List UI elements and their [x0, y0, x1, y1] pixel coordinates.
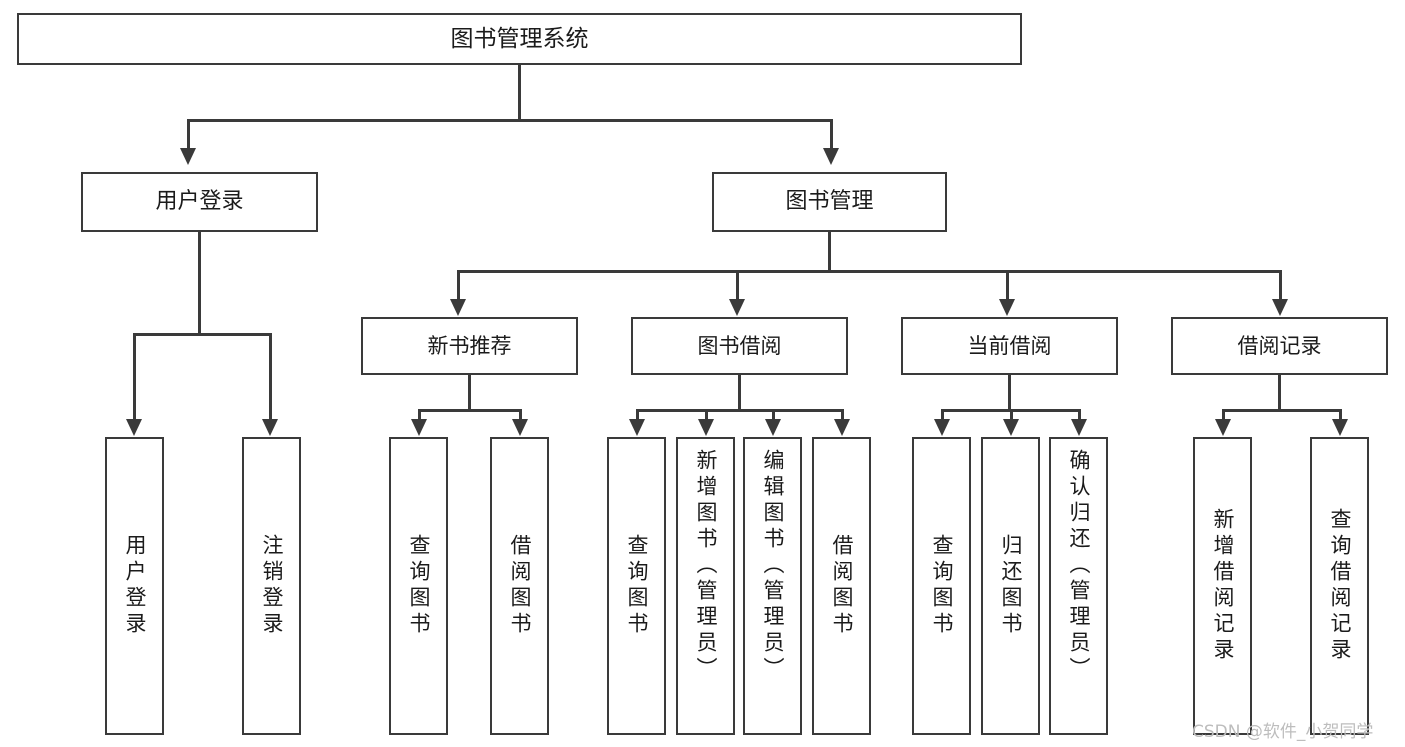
node-label: 当前借阅 [967, 333, 1052, 358]
arrowhead-book-borrow [729, 299, 745, 316]
arrowhead-new-book-child-1 [411, 419, 427, 436]
arrowhead-new-book-child-2 [512, 419, 528, 436]
arrowhead-book-borrow-child-3 [765, 419, 781, 436]
leaf-current-query-book[interactable]: 查询图书 [912, 437, 971, 735]
connector-book-borrow-child-3 [772, 409, 775, 420]
connector-current-borrow-stem [1008, 375, 1011, 410]
connector-borrow-record-child-1 [1222, 409, 1225, 420]
arrowhead-new-book [450, 299, 466, 316]
leaf-new-book-borrow[interactable]: 借阅图书 [490, 437, 549, 735]
connector-borrow-record-bus [1222, 409, 1340, 412]
connector-to-borrow-record [1279, 270, 1282, 300]
connector-new-book-bus [418, 409, 520, 412]
leaf-new-book-query[interactable]: 查询图书 [389, 437, 448, 735]
connector-borrow-record-child-2 [1339, 409, 1342, 420]
node-book-borrow[interactable]: 图书借阅 [631, 317, 848, 375]
leaf-label: 新增借阅记录 [1211, 508, 1235, 664]
connector-new-book-child-2 [519, 409, 522, 420]
node-root-book-management-system[interactable]: 图书管理系统 [17, 13, 1022, 65]
csdn-watermark: CSDN @软件_小贺同学 [1192, 722, 1374, 742]
leaf-label: 新增图书（管理员） [694, 449, 718, 683]
connector-book-borrow-bus [636, 409, 843, 412]
connector-root-stem [518, 65, 521, 120]
node-label: 用户登录 [155, 189, 244, 215]
connector-new-book-child-1 [418, 409, 421, 420]
connector-current-borrow-child-3 [1078, 409, 1081, 420]
connector-borrow-record-stem [1278, 375, 1281, 410]
leaf-edit-book-admin[interactable]: 编辑图书（管理员） [743, 437, 802, 735]
node-label: 借阅记录 [1237, 333, 1322, 358]
connector-user-login-stem [198, 232, 201, 334]
leaf-label: 查询图书 [407, 534, 431, 638]
arrowhead-user-login-leaf [126, 419, 142, 436]
arrowhead-current-borrow-child-3 [1071, 419, 1087, 436]
arrowhead-borrow-record-child-2 [1332, 419, 1348, 436]
connector-to-user-login-leaf [133, 333, 136, 420]
connector-new-book-stem [468, 375, 471, 410]
connector-book-borrow-child-1 [636, 409, 639, 420]
connector-to-new-book [457, 270, 460, 300]
connector-book-borrow-child-4 [841, 409, 844, 420]
leaf-query-borrow-record[interactable]: 查询借阅记录 [1310, 437, 1369, 735]
node-label: 图书借阅 [697, 333, 782, 358]
arrowhead-user-login [180, 148, 196, 165]
arrowhead-borrow-record [1272, 299, 1288, 316]
arrowhead-book-borrow-child-1 [629, 419, 645, 436]
connector-level3-bus [457, 270, 1281, 273]
connector-book-management-stem [828, 232, 831, 271]
leaf-borrow-book[interactable]: 借阅图书 [812, 437, 871, 735]
node-label: 图书管理系统 [450, 25, 589, 52]
arrowhead-book-management [823, 148, 839, 165]
arrowhead-current-borrow-child-1 [934, 419, 950, 436]
leaf-logout[interactable]: 注销登录 [242, 437, 301, 735]
node-current-borrow[interactable]: 当前借阅 [901, 317, 1118, 375]
connector-to-logout-leaf [269, 333, 272, 420]
connector-to-book-borrow [736, 270, 739, 300]
node-label: 新书推荐 [427, 333, 512, 358]
leaf-label: 编辑图书（管理员） [761, 449, 785, 683]
leaf-label: 确认归还（管理员） [1067, 449, 1091, 683]
connector-to-user-login [187, 119, 190, 148]
connector-book-borrow-stem [738, 375, 741, 410]
leaf-confirm-return-admin[interactable]: 确认归还（管理员） [1049, 437, 1108, 735]
arrowhead-logout-leaf [262, 419, 278, 436]
connector-current-borrow-child-1 [941, 409, 944, 420]
arrowhead-book-borrow-child-2 [698, 419, 714, 436]
connector-to-book-management [830, 119, 833, 148]
leaf-label: 查询图书 [930, 534, 954, 638]
leaf-label: 用户登录 [123, 534, 147, 638]
leaf-label: 注销登录 [260, 534, 284, 638]
connector-level2-bus [187, 119, 833, 122]
connector-current-borrow-child-2 [1010, 409, 1013, 420]
arrowhead-current-borrow-child-2 [1003, 419, 1019, 436]
leaf-label: 查询图书 [625, 534, 649, 638]
leaf-label: 查询借阅记录 [1328, 508, 1352, 664]
leaf-user-login[interactable]: 用户登录 [105, 437, 164, 735]
leaf-return-book[interactable]: 归还图书 [981, 437, 1040, 735]
leaf-label: 归还图书 [999, 534, 1023, 638]
arrowhead-current-borrow [999, 299, 1015, 316]
connector-book-borrow-child-2 [705, 409, 708, 420]
node-user-login[interactable]: 用户登录 [81, 172, 318, 232]
arrowhead-borrow-record-child-1 [1215, 419, 1231, 436]
leaf-borrow-query-book[interactable]: 查询图书 [607, 437, 666, 735]
leaf-add-book-admin[interactable]: 新增图书（管理员） [676, 437, 735, 735]
arrowhead-book-borrow-child-4 [834, 419, 850, 436]
leaf-add-borrow-record[interactable]: 新增借阅记录 [1193, 437, 1252, 735]
connector-user-login-bus [133, 333, 271, 336]
leaf-label: 借阅图书 [830, 534, 854, 638]
node-book-management[interactable]: 图书管理 [712, 172, 947, 232]
node-new-book-recommend[interactable]: 新书推荐 [361, 317, 578, 375]
connector-to-current-borrow [1006, 270, 1009, 300]
leaf-label: 借阅图书 [508, 534, 532, 638]
node-label: 图书管理 [785, 189, 874, 215]
node-borrow-record[interactable]: 借阅记录 [1171, 317, 1388, 375]
